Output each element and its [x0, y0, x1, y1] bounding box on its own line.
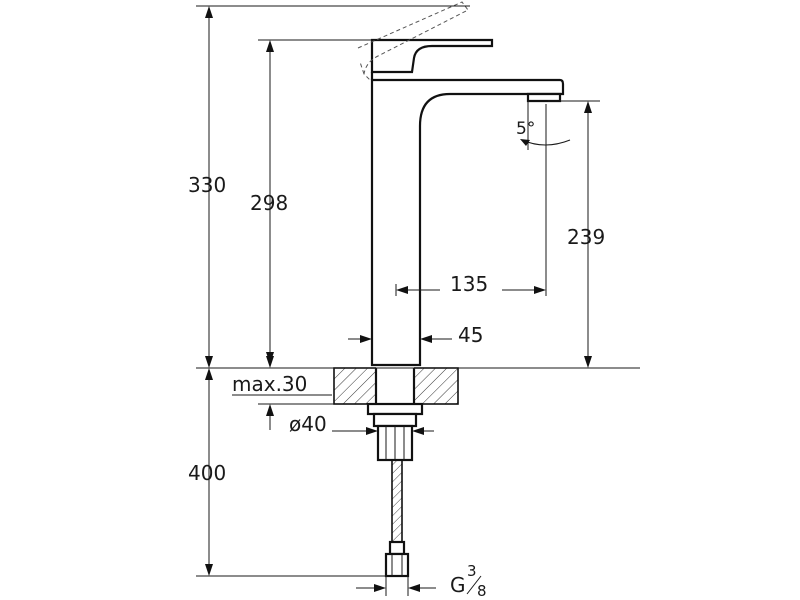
label-body-width: 45 — [458, 323, 483, 347]
thread-spec: G 3 8 — [450, 562, 487, 600]
angle-indicator — [520, 139, 571, 146]
label-outlet-height: 239 — [567, 225, 605, 249]
label-thread-prefix: G — [450, 573, 466, 597]
label-thread-denominator: 8 — [477, 582, 487, 600]
lever-handle — [370, 38, 494, 74]
dimension-thread — [356, 576, 436, 596]
mounting-nut — [366, 402, 424, 462]
label-angle: 5° — [516, 119, 535, 139]
label-total-height: 330 — [188, 173, 226, 197]
dimension-400 — [205, 368, 213, 576]
dimension-45 — [348, 335, 452, 343]
label-reach: 135 — [450, 272, 488, 296]
dimension-max30 — [232, 352, 334, 430]
dimension-135 — [395, 284, 546, 296]
label-thread-numerator: 3 — [467, 562, 477, 580]
dimension-dia40 — [332, 427, 434, 435]
counter-top — [333, 367, 459, 405]
faucet-body — [357, 1, 565, 367]
label-spout-height: 298 — [250, 191, 288, 215]
flexible-hose — [384, 459, 410, 578]
dimension-239 — [584, 101, 592, 368]
label-max-thickness: max.30 — [232, 372, 307, 396]
aerator — [526, 92, 562, 103]
label-hole-diameter: ø40 — [289, 412, 327, 436]
lever-open-position — [357, 1, 469, 81]
label-hose-length: 400 — [188, 461, 226, 485]
dimension-330 — [205, 6, 213, 368]
